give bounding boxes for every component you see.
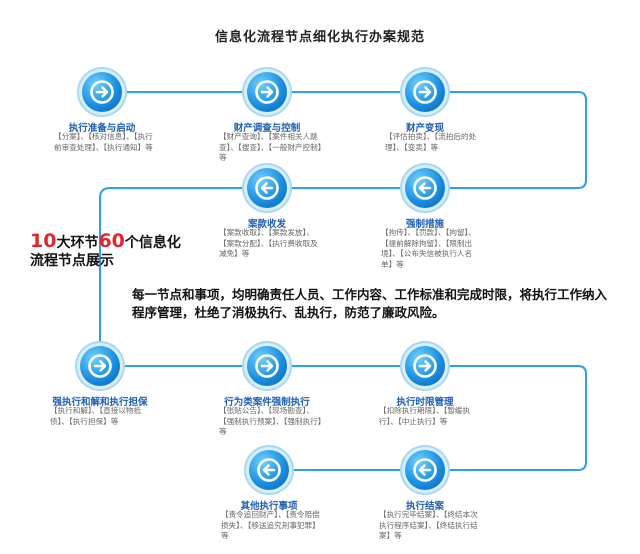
node-label: 财产调查与控制 [233, 123, 301, 134]
node-description: 【财产查询】、【案件相关人跳查】、【搜查】、【一般财产控制】等 [219, 132, 322, 162]
node-description: 【拘传】、【罚款】、【拘留】、【提前解除拘留】、【限制出境】、【公布失信被执行人… [381, 228, 476, 269]
node-label: 行为类案件强制执行 [224, 397, 310, 408]
node-label: 强制措施 [405, 219, 444, 230]
node-label: 其他执行事项 [240, 501, 298, 512]
diagram-title: 信息化流程节点细化执行办案规范 [214, 30, 425, 45]
arrow-right-icon [82, 72, 122, 112]
node-description: 【张贴公告】、【现场勘查】、【强制执行预案】、【强制执行】等 [219, 406, 322, 436]
arrow-right-icon [247, 346, 287, 386]
node-description: 【责令追回财产】、【责令赔偿损失】、【移送追究刑事犯罪】等 [221, 510, 320, 540]
arrow-left-icon [247, 168, 287, 208]
node-description: 【执行完毕结案】、【终结本次执行程序结案】、【终结执行结案】等 [379, 510, 478, 540]
headline-text-2: 个信息化 [124, 235, 181, 251]
node-label: 执行结案 [405, 501, 444, 512]
headline-number-2: 60 [98, 230, 125, 252]
headline-line-2: 流程节点展示 [30, 253, 114, 269]
arrow-right-icon [405, 346, 445, 386]
node-description: 【评估拍卖】、【流拍后的处理】、【变卖】等 [385, 132, 477, 152]
node-description: 【分案】、【核对信息】、【执行前审查处理】、【执行通知】等 [54, 132, 153, 152]
arrow-right-icon [80, 346, 120, 386]
node-label: 案款收发 [247, 219, 286, 230]
node-label: 执行时限管理 [396, 397, 454, 408]
headline-text-1: 大环节 [56, 235, 99, 251]
arrow-left-icon [249, 450, 289, 490]
headline-text: 10大环节60个信息化 流程节点展示 [30, 232, 230, 270]
arrow-left-icon [405, 450, 445, 490]
node-label: 财产变现 [405, 123, 444, 134]
headline-number-1: 10 [30, 230, 57, 252]
arrow-right-icon [247, 72, 287, 112]
node-description: 【执行和解】、【直接以物抵债】、【执行担保】等 [50, 406, 142, 426]
responsibility-note: 每一节点和事项，均明确责任人员、工作内容、工作标准和完成时限，将执行工作纳入程序… [132, 287, 608, 320]
node-label: 执行准备与启动 [68, 123, 136, 134]
arrow-right-icon [405, 72, 445, 112]
node-description: 【扣除执行期限】、【暂缓执行】、【中止执行】等 [379, 406, 471, 426]
arrow-left-icon [405, 168, 445, 208]
node-label: 强执行和解和执行担保 [52, 397, 148, 408]
node-description: 【案款收取】、【案款发放】、【案款分配】、【执行费收取及减免】等 [219, 228, 318, 258]
